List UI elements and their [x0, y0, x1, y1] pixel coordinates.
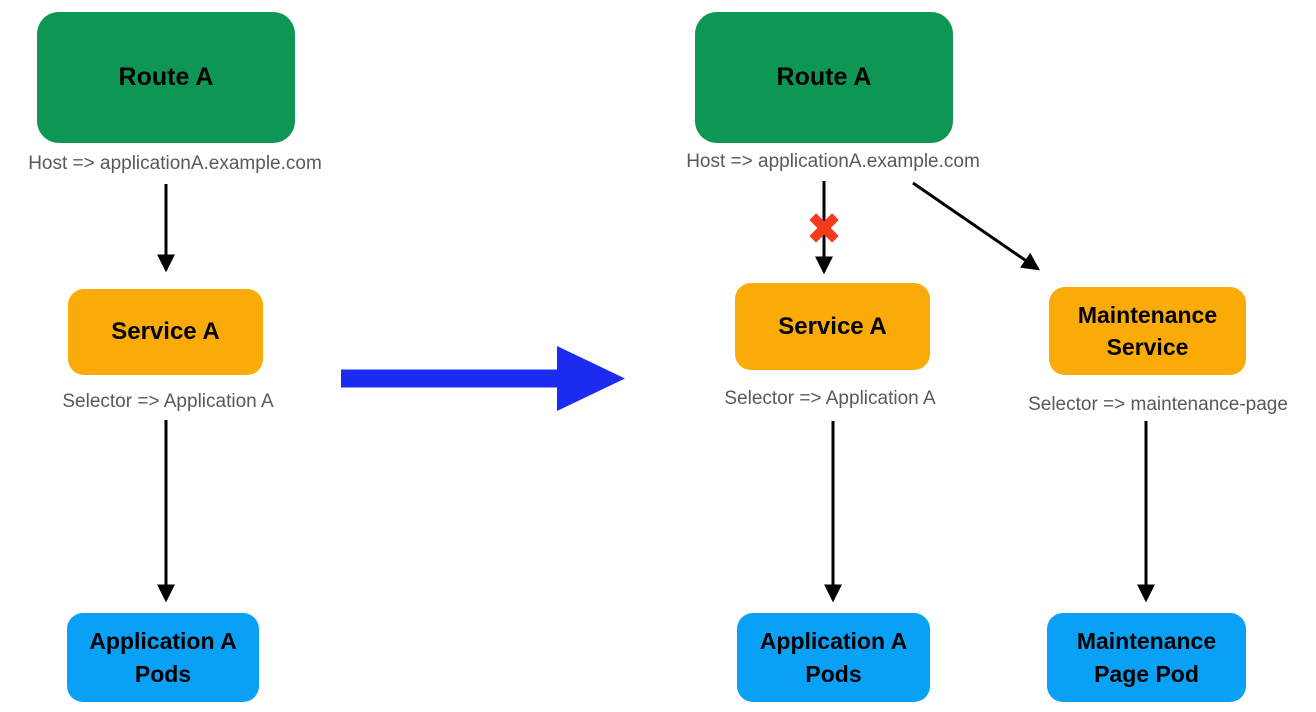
after-pods-label-line2: Pods	[805, 660, 862, 687]
before-route-label: Route A	[118, 63, 214, 91]
after-maintenance-pod-label-line2: Page Pod	[1094, 660, 1199, 687]
after-route-box: Route A	[695, 12, 953, 143]
after-maintenance-service-label-line2: Service	[1106, 334, 1189, 360]
before-route-host-annotation: Host => applicationA.example.com	[28, 153, 322, 174]
before-pods-box: Application A Pods	[67, 613, 259, 702]
after-route-to-maintenance-arrow	[912, 181, 1040, 271]
after-maintenance-selector-annotation: Selector => maintenance-page	[1028, 394, 1288, 415]
after-route-label: Route A	[776, 63, 872, 91]
after-pods-label-line1: Application A	[759, 628, 908, 655]
after-maintenance-pod-box: Maintenance Page Pod	[1047, 613, 1246, 702]
blocked-x-icon: ✖	[805, 204, 843, 254]
after-pods-box: Application A Pods	[737, 613, 930, 702]
before-pods-label-line2: Pods	[134, 660, 192, 687]
after-route-host-annotation: Host => applicationA.example.com	[686, 151, 980, 172]
before-service-box: Service A	[68, 289, 263, 375]
before-pods-label-line1: Application A	[89, 628, 237, 655]
after-maintenance-service-box: Maintenance Service	[1049, 287, 1246, 375]
before-route-box: Route A	[37, 12, 295, 143]
after-service-label: Service A	[778, 312, 887, 340]
after-service-selector-annotation: Selector => Application A	[724, 388, 936, 409]
before-service-label: Service A	[111, 318, 220, 346]
after-maintenance-pod-label-line1: Maintenance	[1076, 628, 1217, 655]
transition-arrow-icon	[341, 346, 625, 411]
after-service-box: Service A	[735, 283, 930, 370]
after-maintenance-service-label-line1: Maintenance	[1077, 301, 1218, 328]
before-service-selector-annotation: Selector => Application A	[62, 391, 274, 412]
